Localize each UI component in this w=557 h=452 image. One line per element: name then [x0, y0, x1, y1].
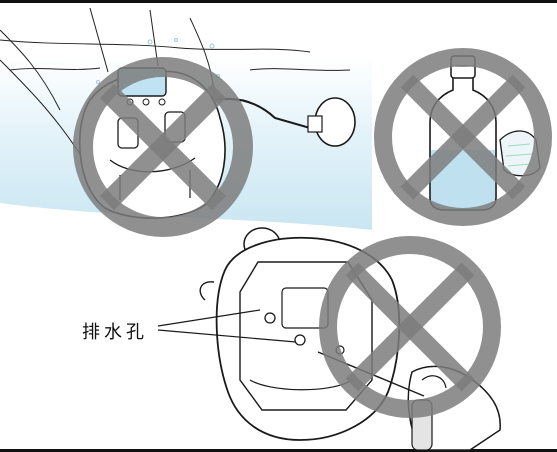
drain-hole-panel	[158, 228, 500, 450]
drain-hole-label: 排水孔	[82, 318, 148, 344]
solvent-bottle-panel	[383, 56, 543, 217]
reel-in-water-panel	[0, 8, 372, 230]
